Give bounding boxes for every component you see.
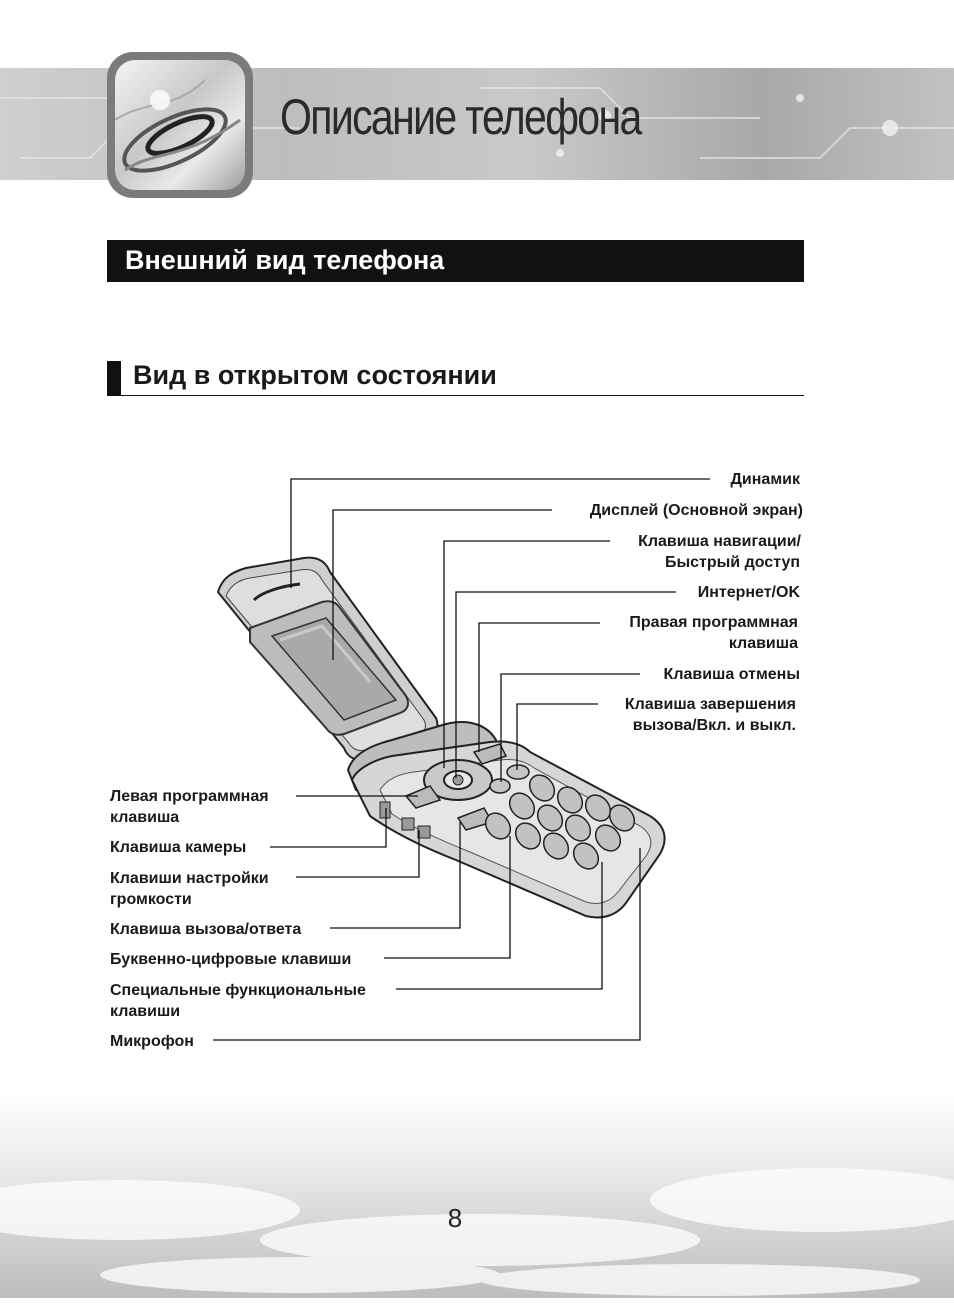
section-title: Внешний вид телефона [125,245,445,275]
label-right-soft-line1: Правая программная [629,614,798,631]
page-title: Описание телефона [280,89,642,145]
footer-clouds-decoration [0,1090,954,1298]
circuit-pattern-decoration [0,87,954,159]
label-special-line2: клавиши [110,1003,181,1020]
label-left-soft-line2: клавиша [110,809,180,826]
chapter-logo-icon [107,52,253,198]
subsection-title: Вид в открытом состоянии [133,360,497,390]
label-nav-key-line2: Быстрый доступ [664,554,800,571]
phone-illustration [216,556,666,919]
label-microphone: Микрофон [110,1033,194,1050]
label-end-key-line1: Клавиша завершения [624,696,796,713]
label-internet-ok: Интернет/OK [697,584,800,601]
page-number: 8 [447,1203,463,1233]
subsection-rule [121,395,804,396]
label-speaker: Динамик [730,471,800,488]
label-cancel-key: Клавиша отмены [663,666,800,683]
label-alnum-keys: Буквенно-цифровые клавиши [110,951,352,968]
label-camera-key: Клавиша камеры [110,839,247,856]
label-call-key: Клавиша вызова/ответа [110,921,302,938]
label-special-line1: Специальные функциональные [110,982,366,999]
label-volume-line1: Клавиши настройки [110,870,269,887]
label-nav-key-line1: Клавиша навигации/ [638,533,801,550]
label-left-soft-line1: Левая программная [110,788,269,805]
label-display: Дисплей (Основной экран) [589,502,803,519]
subsection-marker [107,361,121,396]
section-header: Внешний вид телефона [107,240,804,282]
label-right-soft-line2: клавиша [728,635,798,652]
label-volume-line2: громкости [110,891,192,908]
leader-lines [213,478,710,1041]
label-end-key-line2: вызова/Вкл. и выкл. [632,717,796,734]
